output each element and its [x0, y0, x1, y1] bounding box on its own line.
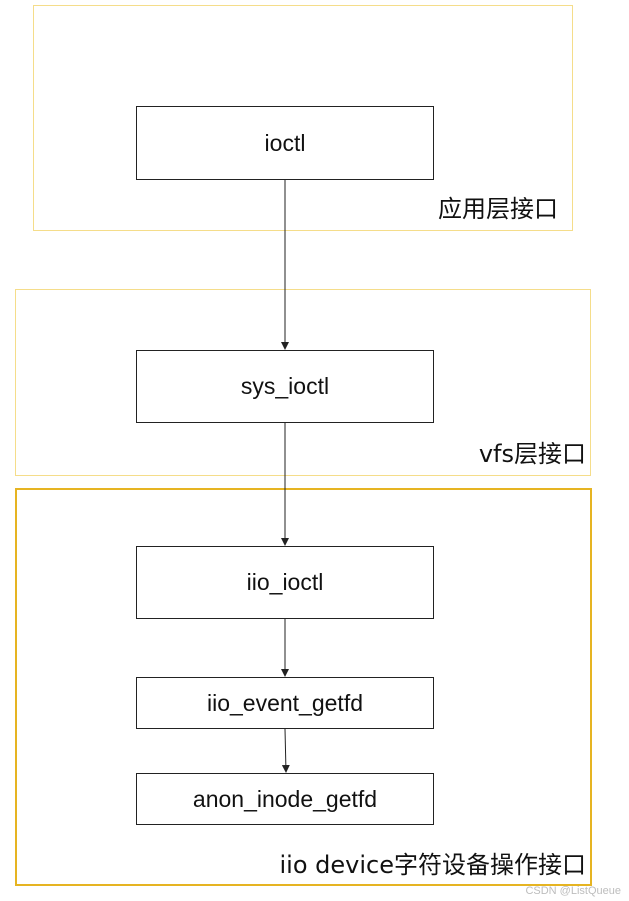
node-anon-inode-getfd-label: anon_inode_getfd: [192, 785, 378, 812]
node-ioctl: ioctl: [136, 106, 434, 180]
node-sys-ioctl: sys_ioctl: [136, 350, 434, 423]
node-iio-event-getfd-label: iio_event_getfd: [206, 689, 363, 716]
node-iio-ioctl-label: iio_ioctl: [246, 569, 324, 595]
vfs-layer-group: vfs层接口: [15, 289, 591, 476]
application-layer-group: 应用层接口: [33, 5, 573, 231]
vfs-layer-label: vfs层接口: [478, 440, 586, 468]
iio-device-layer-group: iio device字符设备操作接口: [15, 488, 592, 886]
iio-device-layer-label: iio device字符设备操作接口: [279, 851, 586, 879]
application-layer-label: 应用层接口: [438, 195, 558, 223]
watermark: CSDN @ListQueue: [525, 885, 621, 897]
node-iio-event-getfd: iio_event_getfd: [136, 677, 434, 729]
node-iio-ioctl: iio_ioctl: [136, 546, 434, 619]
node-ioctl-label: ioctl: [264, 129, 306, 156]
node-anon-inode-getfd: anon_inode_getfd: [136, 773, 434, 825]
node-sys-ioctl-label: sys_ioctl: [240, 373, 330, 399]
